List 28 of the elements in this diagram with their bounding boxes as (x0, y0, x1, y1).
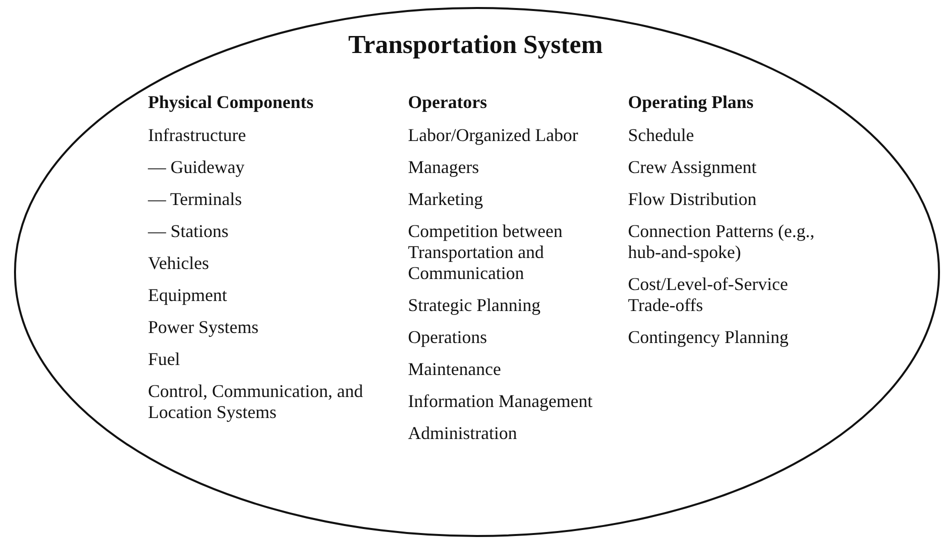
list-item: Cost/Level-of-Service Trade-offs (628, 274, 789, 316)
list-item: Strategic Planning (408, 295, 542, 316)
list-item: Schedule (628, 125, 695, 146)
list-item: — Terminals (148, 189, 243, 210)
list-item: Labor/Organized Labor (408, 125, 580, 146)
list-item: — Stations (148, 221, 230, 242)
column-heading: Operating Plans (628, 92, 755, 113)
list-item: Connection Patterns (e.g., hub-and-spoke) (628, 221, 816, 263)
list-item: Power Systems (148, 317, 260, 338)
list-item: Fuel (148, 349, 182, 370)
list-item: Operations (408, 327, 488, 348)
list-item: — Guideway (148, 157, 246, 178)
list-item: Vehicles (148, 253, 210, 274)
title-text: Transportation System (347, 30, 604, 60)
column-heading: Physical Components (148, 92, 315, 113)
list-item: Contingency Planning (628, 327, 790, 348)
list-item: Equipment (148, 285, 228, 306)
list-item: Maintenance (408, 359, 502, 380)
column-heading: Operators (408, 92, 488, 113)
list-item: Competition between Transportation and Communication (408, 221, 564, 284)
list-item: Administration (408, 423, 518, 444)
list-item: Flow Distribution (628, 189, 758, 210)
list-item: Information Management (408, 391, 594, 412)
list-item: Marketing (408, 189, 484, 210)
list-item: Managers (408, 157, 480, 178)
list-item: Infrastructure (148, 125, 247, 146)
list-item: Control, Communication, and Location Systems (148, 381, 364, 423)
list-item: Crew Assignment (628, 157, 758, 178)
